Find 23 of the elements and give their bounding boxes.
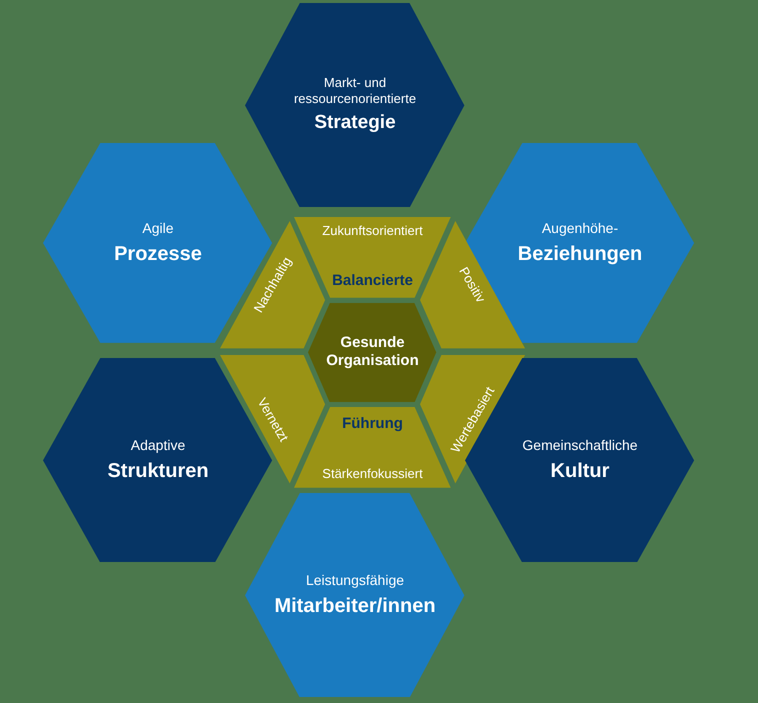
tile-subtitle: Augenhöhe- [542,220,618,236]
tile-subtitle: Markt- und ressourcenorientierte [292,75,418,106]
tile-title: Kultur [550,459,610,484]
tile-title: Beziehungen [518,242,642,266]
tile-subtitle: Leistungsfähige [306,572,404,588]
trapezoid-segment [220,355,325,484]
tile-title: Strategie [314,112,396,135]
tile-subtitle: Agile [142,220,174,236]
tile-subtitle: Zukunftsorientiert [322,223,423,239]
tile-subtitle: Adaptive [130,436,186,454]
tile-title: Prozesse [114,242,202,266]
tile-subtitle: Stärkenfokussiert [322,466,423,482]
tile-title: Strukturen [107,459,209,484]
tile-title: Mitarbeiter/innen [274,594,436,618]
tile-subtitle: Gemeinschaftliche [522,436,638,454]
trapezoid-segment [294,407,451,488]
hexagon-tile [245,492,465,698]
tile-title: Gesunde Organisation [325,334,420,370]
tile-title: Führung [342,415,403,434]
hexagon-tile [245,2,465,208]
trapezoid-segment [294,217,451,298]
hexagon-tile [308,302,437,402]
tile-title: Balancierte [332,272,413,290]
